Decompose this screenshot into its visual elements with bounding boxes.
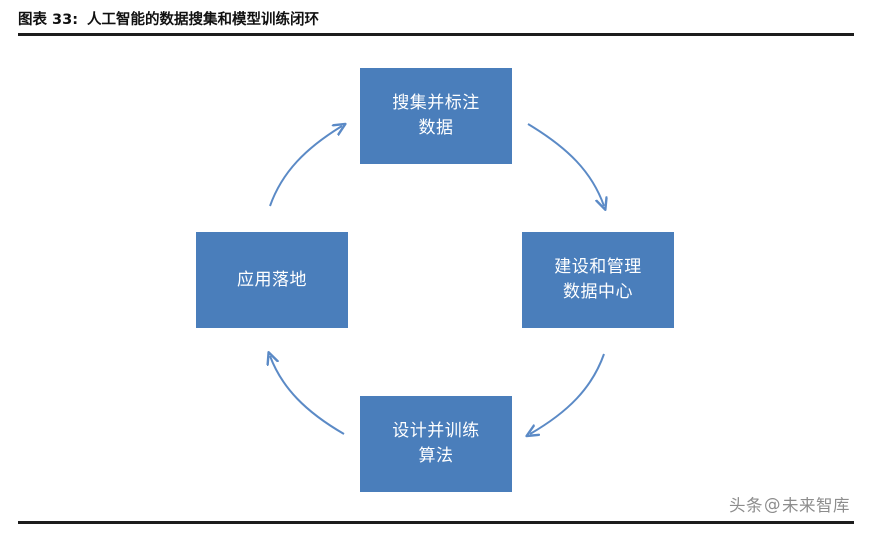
node-application-line1: 应用落地 — [237, 269, 307, 290]
node-datacenter-line1: 建设和管理 — [554, 257, 642, 278]
node-algorithm-line2: 算法 — [418, 446, 454, 466]
arrow-layer — [0, 36, 872, 518]
arrow-algorithm-to-application — [270, 356, 345, 435]
title-divider-top — [18, 33, 854, 36]
figure-label: 图表 33: — [18, 11, 79, 28]
cycle-diagram: 搜集并标注 数据 建设和管理 数据中心 设计并训练 算法 应用落地 — [0, 36, 872, 518]
watermark: 头条 @ 未来智库 — [729, 492, 850, 516]
watermark-source: 未来智库 — [782, 496, 850, 515]
title-divider-bottom — [18, 521, 854, 524]
arrow-collect-to-datacenter — [527, 123, 604, 206]
node-algorithm-line1: 设计并训练 — [392, 421, 480, 442]
node-collect-line2: 数据 — [418, 118, 454, 138]
arrow-datacenter-to-algorithm — [530, 353, 605, 434]
node-application-landing: 应用落地 — [196, 232, 348, 328]
page-title: 人工智能的数据搜集和模型训练闭环 — [87, 11, 320, 28]
watermark-brand: 头条 — [729, 496, 763, 515]
watermark-at: @ — [764, 494, 781, 514]
node-collect-line1: 搜集并标注 — [392, 93, 480, 114]
node-build-manage-datacenter: 建设和管理 数据中心 — [522, 232, 674, 328]
figure-title-row: 图表 33: 人工智能的数据搜集和模型训练闭环 — [18, 4, 854, 32]
node-design-train-algorithm: 设计并训练 算法 — [360, 396, 512, 492]
node-datacenter-line2: 数据中心 — [563, 282, 633, 302]
arrow-application-to-collect — [269, 126, 342, 207]
node-collect-label-data: 搜集并标注 数据 — [360, 68, 512, 164]
